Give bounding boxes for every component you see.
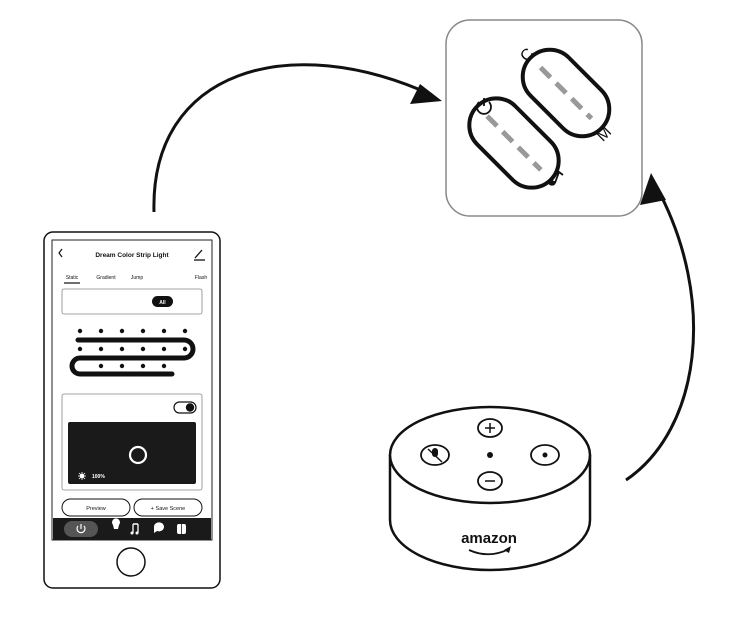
- led-dot[interactable]: [119, 328, 125, 334]
- remote-body: [445, 19, 643, 217]
- edit-pencil-icon[interactable]: [194, 249, 205, 261]
- led-dots: [77, 328, 188, 369]
- led-dot[interactable]: [161, 346, 167, 352]
- power-toggle[interactable]: [173, 401, 197, 414]
- led-dot[interactable]: [98, 346, 104, 352]
- all-button-label: All: [159, 300, 166, 306]
- led-dot[interactable]: [119, 346, 125, 352]
- led-dot[interactable]: [140, 346, 146, 352]
- back-chevron-icon[interactable]: [58, 248, 63, 258]
- remote-music-note-icon: [548, 170, 564, 186]
- led-dot[interactable]: [182, 328, 188, 334]
- smart-speaker: amazon: [388, 405, 592, 572]
- tab-gradient[interactable]: Gradient: [96, 275, 116, 281]
- chat-bubble-icon[interactable]: [153, 522, 164, 533]
- volume-down-button[interactable]: [477, 471, 503, 491]
- smartphone: Dream Color Strip Light Static Gradient …: [43, 231, 221, 589]
- led-dot[interactable]: [98, 328, 104, 334]
- preview-button[interactable]: [61, 498, 131, 517]
- led-dot[interactable]: [98, 363, 104, 369]
- led-dot[interactable]: [161, 363, 167, 369]
- brightness-value: 100%: [92, 474, 105, 480]
- brightness-sun-icon: [78, 472, 86, 480]
- color-picker-handle[interactable]: [128, 445, 148, 465]
- home-button[interactable]: [116, 547, 146, 577]
- led-dot[interactable]: [182, 346, 188, 352]
- remote-button-c-m[interactable]: [512, 39, 621, 148]
- color-picker-area[interactable]: [68, 422, 196, 484]
- led-dot[interactable]: [161, 328, 167, 334]
- led-strip-path: [69, 337, 196, 377]
- bulb-icon[interactable]: [112, 518, 120, 529]
- speaker-brand-logo: amazon: [461, 530, 517, 547]
- arrow-speaker-to-remote: [625, 185, 696, 482]
- arrow-head-right: [640, 173, 666, 205]
- led-dot[interactable]: [77, 346, 83, 352]
- save-scene-button-label: + Save Scene: [151, 506, 185, 512]
- app-title: Dream Color Strip Light: [95, 252, 169, 259]
- led-dot[interactable]: [119, 363, 125, 369]
- led-dot[interactable]: [77, 328, 83, 334]
- arrow-head-left: [410, 84, 442, 104]
- phone-screen: [51, 239, 213, 541]
- tab-jump[interactable]: Jump: [131, 275, 143, 281]
- arrow-phone-to-remote: [152, 63, 433, 213]
- speaker-center-light: [487, 452, 493, 458]
- volume-up-button[interactable]: [477, 418, 503, 438]
- preview-button-label: Preview: [86, 506, 106, 512]
- mic-mute-button[interactable]: [420, 444, 450, 466]
- all-button[interactable]: [152, 296, 173, 307]
- remote-power-icon: [476, 98, 492, 115]
- led-dot[interactable]: [140, 328, 146, 334]
- remote-controller: C M: [445, 19, 643, 217]
- music-note-icon[interactable]: [130, 523, 139, 535]
- segment-select-bar: [61, 288, 203, 315]
- power-icon: [76, 524, 86, 534]
- amazon-smile-arrow: [504, 546, 511, 553]
- led-dot[interactable]: [140, 363, 146, 369]
- save-scene-button[interactable]: [133, 498, 203, 517]
- tab-static[interactable]: Static: [66, 275, 79, 281]
- action-button[interactable]: [530, 444, 560, 466]
- tab-flash[interactable]: Flash: [195, 275, 207, 281]
